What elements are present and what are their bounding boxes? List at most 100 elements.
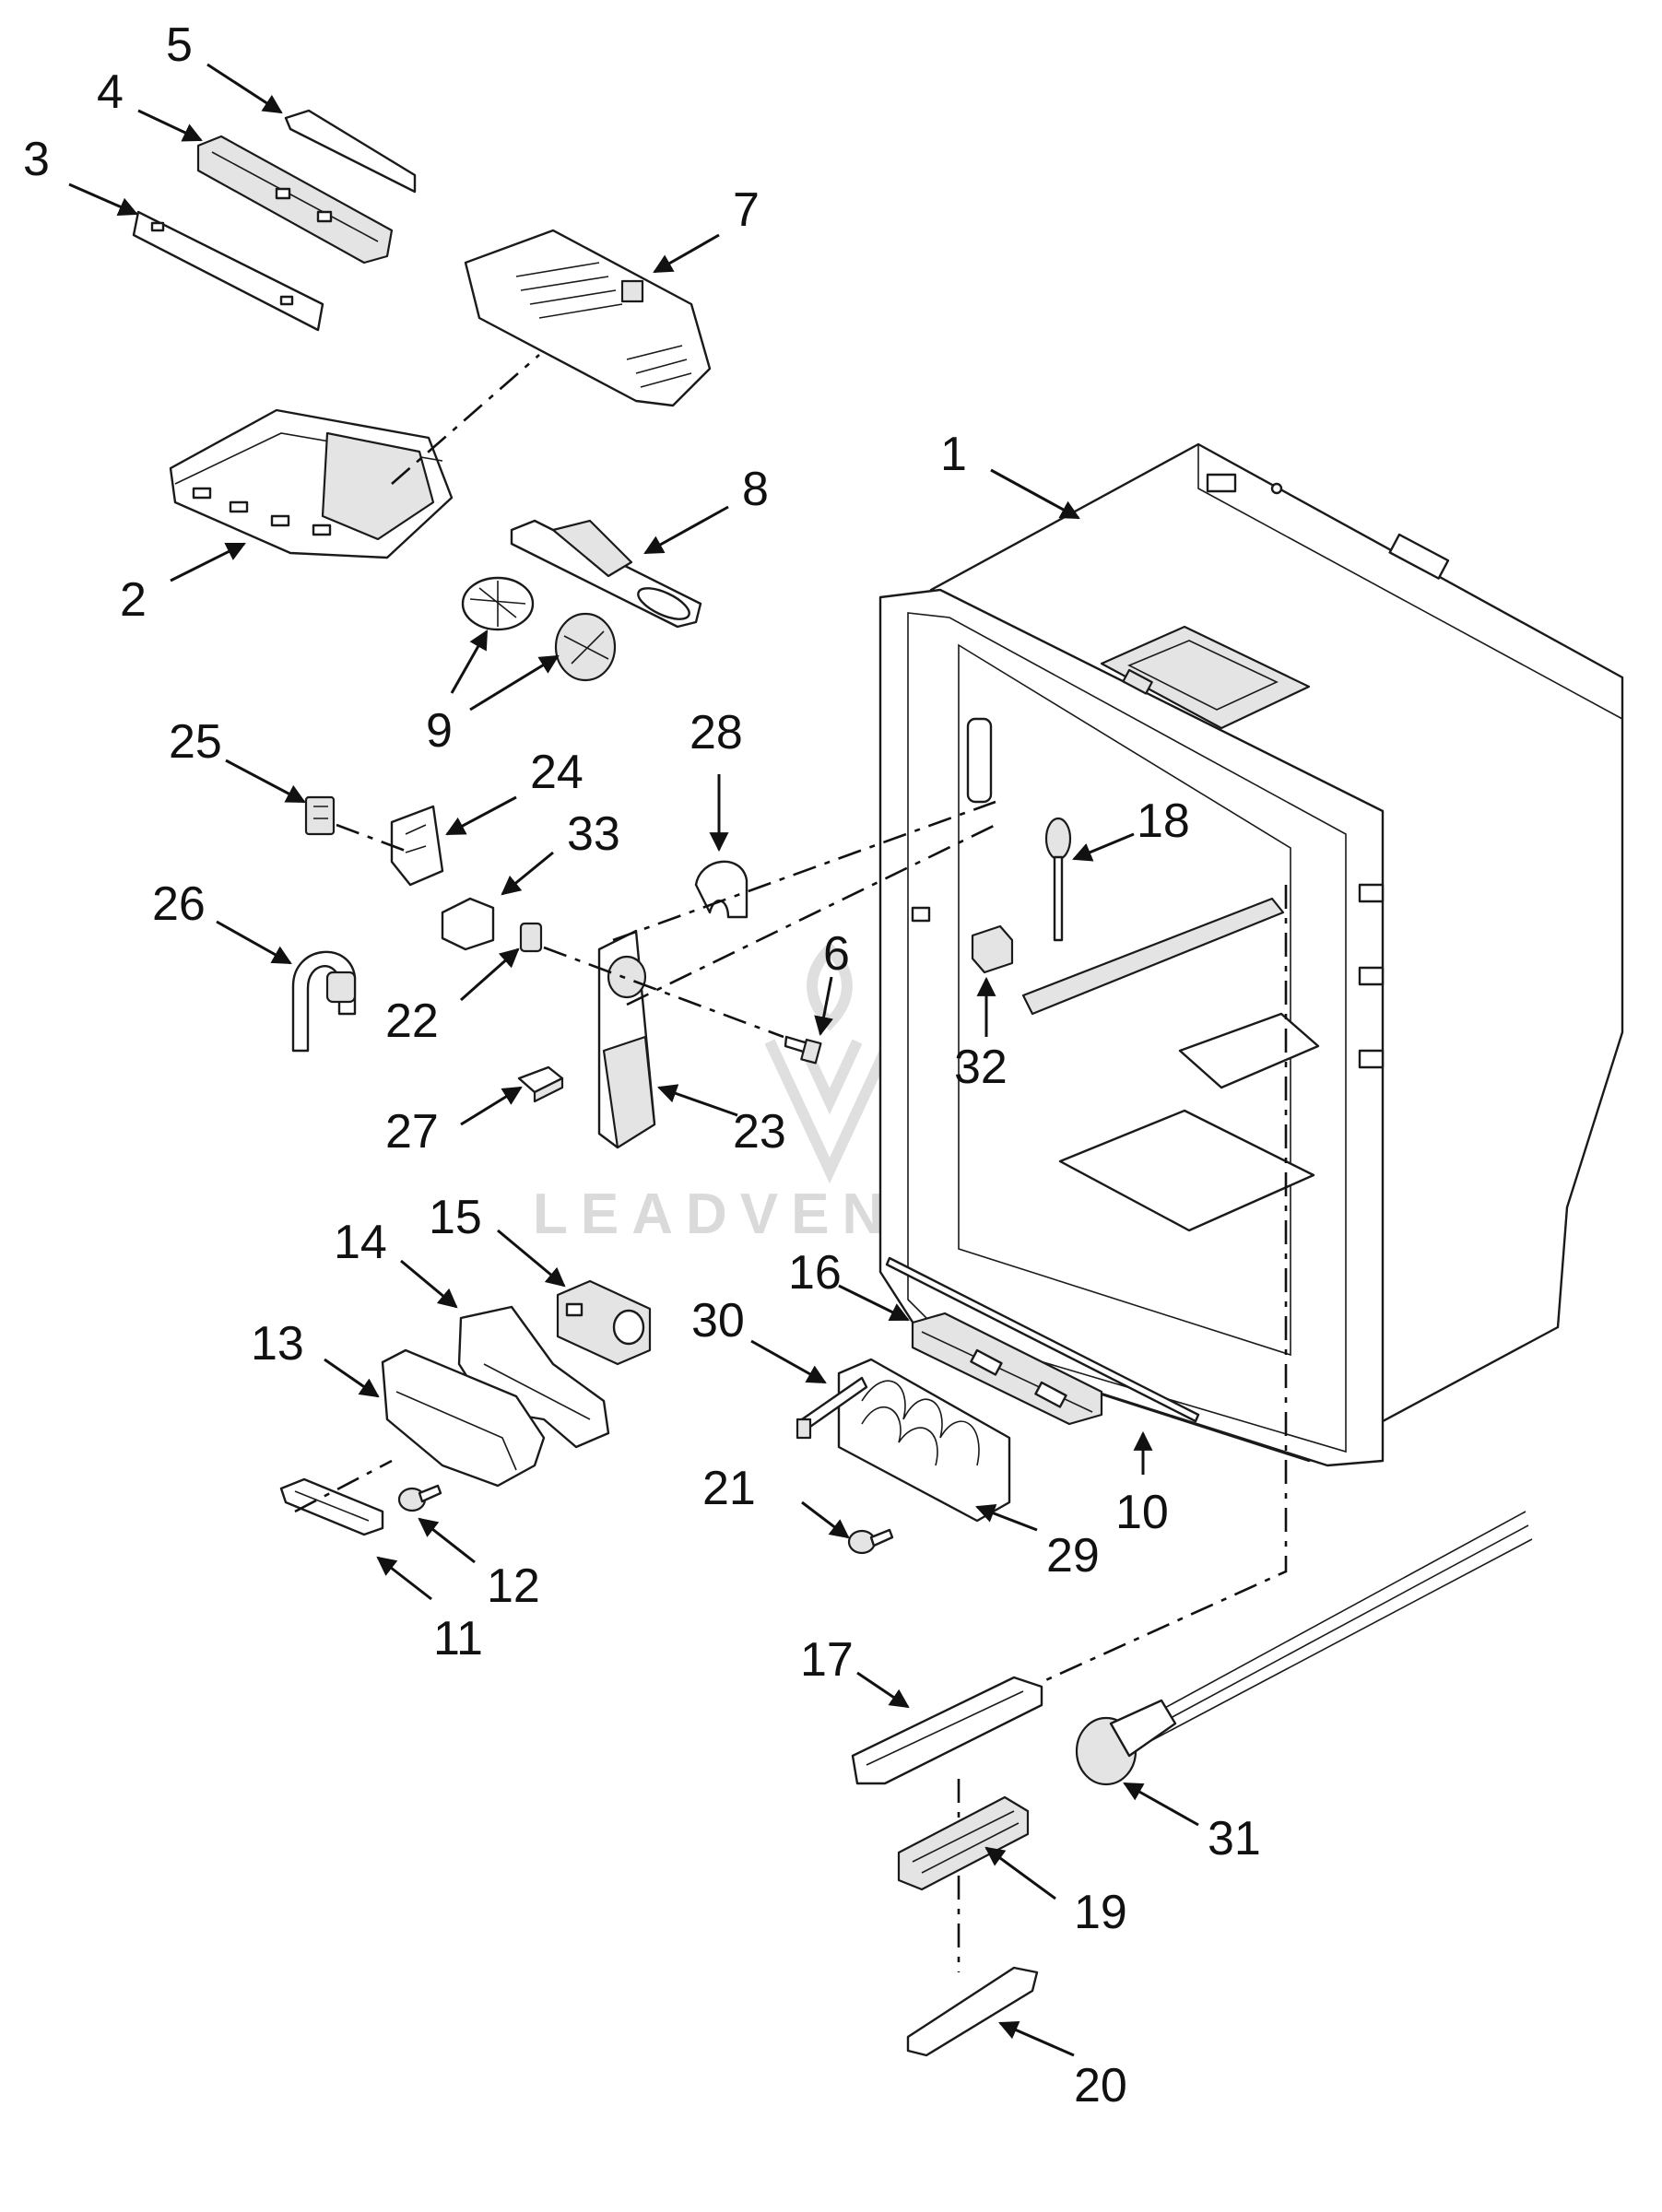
leader-14 xyxy=(400,1259,458,1309)
callout-16: 16 xyxy=(788,1246,842,1300)
callout-32: 32 xyxy=(954,1041,1008,1094)
part-28-cover xyxy=(694,860,748,919)
leader-19 xyxy=(984,1846,1056,1900)
part-31-socket xyxy=(1075,1511,1533,1786)
part-11-grille xyxy=(279,1477,384,1536)
leader-5 xyxy=(206,63,283,114)
callout-7: 7 xyxy=(733,183,760,237)
callout-22: 22 xyxy=(385,994,439,1048)
part-18-probe xyxy=(1044,817,1072,942)
part-5-strip xyxy=(284,109,417,194)
part-15-module xyxy=(556,1279,652,1366)
part-32-switch xyxy=(971,924,1014,974)
part-16-rail xyxy=(911,1312,1103,1426)
part-7-vent-cover xyxy=(464,229,712,407)
part-23-handle xyxy=(597,929,656,1149)
callout-17: 17 xyxy=(800,1633,854,1687)
leader-2 xyxy=(170,542,246,582)
callout-23: 23 xyxy=(733,1105,786,1159)
leader-1 xyxy=(990,468,1080,520)
callout-8: 8 xyxy=(742,463,769,516)
leader-12 xyxy=(418,1517,476,1564)
callout-3: 3 xyxy=(23,133,50,186)
callout-27: 27 xyxy=(385,1105,439,1159)
leader-23 xyxy=(657,1084,738,1117)
callout-12: 12 xyxy=(487,1559,540,1613)
callout-5: 5 xyxy=(166,18,193,72)
callout-33: 33 xyxy=(567,807,620,861)
leader-8 xyxy=(643,505,729,555)
leader-11 xyxy=(376,1556,432,1601)
part-19-lamp xyxy=(897,1795,1030,1891)
leader-13 xyxy=(324,1358,380,1398)
callout-labels: 1 2 3 4 5 6 7 8 9 10 11 12 13 14 15 16 1… xyxy=(23,18,1261,2112)
leader-16 xyxy=(838,1284,910,1322)
part-30-wire xyxy=(796,1376,868,1440)
part-29-heater xyxy=(837,1358,1011,1523)
leader-22 xyxy=(460,947,520,1002)
callout-19: 19 xyxy=(1074,1886,1127,1939)
part-21-screw xyxy=(847,1528,894,1555)
part-12-screw xyxy=(397,1484,442,1512)
leader-15 xyxy=(497,1229,566,1288)
leader-6 xyxy=(814,976,833,1037)
part-25-switch xyxy=(304,795,336,836)
callout-29: 29 xyxy=(1046,1529,1100,1583)
callout-20: 20 xyxy=(1074,2059,1127,2112)
assembly-lines xyxy=(294,354,1288,1972)
part-10-rod xyxy=(885,1256,1200,1423)
callout-13: 13 xyxy=(251,1317,304,1371)
part-8-damper xyxy=(510,519,702,629)
callout-14: 14 xyxy=(334,1216,387,1269)
part-26-tube xyxy=(291,950,357,1053)
leader-4 xyxy=(137,109,203,142)
part-27-clip xyxy=(517,1065,564,1103)
leader-arrows xyxy=(68,63,1199,2057)
part-9-fan xyxy=(461,576,617,682)
callout-2: 2 xyxy=(120,573,147,627)
callout-18: 18 xyxy=(1137,794,1190,848)
callout-15: 15 xyxy=(429,1191,482,1244)
leader-17 xyxy=(856,1671,910,1709)
leader-21 xyxy=(801,1500,850,1539)
callout-25: 25 xyxy=(169,715,222,769)
callout-11: 11 xyxy=(433,1612,483,1665)
leader-20 xyxy=(998,2020,1075,2057)
part-22-clip xyxy=(519,922,543,953)
leader-25 xyxy=(225,759,306,804)
part-6-screw xyxy=(784,1035,822,1065)
leader-30 xyxy=(750,1339,827,1384)
leader-24 xyxy=(445,795,517,836)
callout-9: 9 xyxy=(426,704,453,758)
callout-28: 28 xyxy=(690,706,743,759)
callout-24: 24 xyxy=(530,746,583,799)
leader-31 xyxy=(1123,1782,1199,1827)
callout-6: 6 xyxy=(823,927,850,981)
callout-4: 4 xyxy=(97,65,124,119)
part-1-cabinet-liner xyxy=(878,442,1624,1467)
callout-10: 10 xyxy=(1115,1486,1169,1539)
leader-33 xyxy=(501,851,554,896)
part-4-bracket xyxy=(196,135,394,265)
leader-9b xyxy=(469,654,560,712)
callout-1: 1 xyxy=(940,428,967,481)
part-3-strip xyxy=(132,210,324,332)
callout-21: 21 xyxy=(702,1462,756,1515)
part-24-bracket xyxy=(390,805,444,887)
callout-30: 30 xyxy=(691,1294,745,1347)
part-20-holder xyxy=(906,1966,1039,2057)
leader-3 xyxy=(68,182,138,217)
part-17-bracket xyxy=(851,1676,1043,1785)
leader-9a xyxy=(450,629,489,694)
leader-7 xyxy=(653,233,720,274)
part-33-block xyxy=(441,897,495,951)
part-2-housing xyxy=(169,408,454,559)
leader-18 xyxy=(1072,832,1135,862)
callout-31: 31 xyxy=(1208,1812,1261,1865)
callout-26: 26 xyxy=(152,877,206,931)
leader-26 xyxy=(216,920,292,965)
leader-27 xyxy=(460,1086,523,1126)
part-13-trim xyxy=(381,1348,546,1488)
